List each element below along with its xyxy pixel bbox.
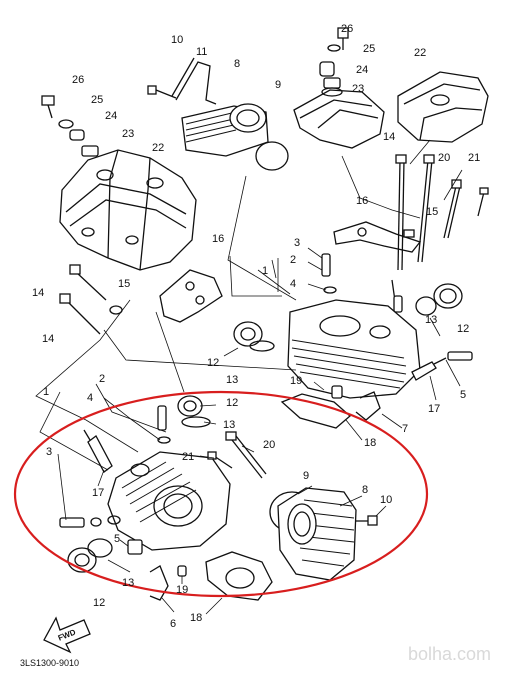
highlight-ellipse: [13, 390, 429, 598]
cylinder-head-lower: [107, 451, 231, 551]
part-code: 3LS1300-9010: [20, 658, 79, 668]
callout-15-left: 15: [118, 278, 130, 290]
callout-10-lower: 10: [380, 494, 392, 506]
part-19-7-upper: [331, 385, 381, 421]
valve-cover-left: [59, 149, 197, 271]
valves-upper: [321, 253, 403, 313]
callout-25-left: 25: [91, 94, 103, 106]
gasket-18-middle: [280, 393, 351, 429]
spark-plug-lower: [83, 429, 113, 473]
callout-3-top: 3: [294, 237, 300, 249]
callout-13-lower-left: 13: [122, 577, 134, 589]
plug-12-middle: [233, 321, 275, 352]
studs-top: [395, 154, 489, 271]
callout-4-lower: 4: [87, 392, 93, 404]
callout-5-upper: 5: [460, 389, 466, 401]
callout-12-upper-right: 12: [457, 323, 469, 335]
callout-23-left: 23: [122, 128, 134, 140]
callout-24-left: 24: [105, 110, 117, 122]
callout-9-top: 9: [275, 79, 281, 91]
callout-11: 11: [196, 46, 207, 58]
callout-1-top: 1: [262, 265, 268, 277]
callout-19-lower: 19: [176, 584, 188, 596]
cylinder-head-upper: [287, 299, 421, 399]
valves-lower: [157, 405, 171, 444]
callout-15-top: 15: [426, 206, 438, 218]
watermark: bolha.com: [408, 644, 491, 664]
callout-21-top: 21: [468, 152, 480, 164]
bolt-10-top: [147, 85, 177, 99]
callout-6: 6: [170, 618, 176, 630]
callout-13-upper-right: 13: [425, 314, 437, 326]
callout-22-top: 22: [414, 47, 426, 59]
callout-1-lower: 1: [43, 386, 49, 398]
upper-leaders: [35, 139, 463, 441]
callout-22-left: 22: [152, 142, 164, 154]
callout-17-upper: 17: [428, 403, 440, 415]
callout-13-lower-center: 13: [223, 419, 235, 431]
lower-leaders: [39, 383, 387, 615]
callout-16-left: 16: [212, 233, 224, 245]
cap-bolt-stack-top: [319, 27, 349, 97]
callout-14-left-b: 14: [42, 333, 54, 345]
callout-4-top: 4: [290, 278, 296, 290]
callout-2-lower: 2: [99, 373, 105, 385]
callout-23-top: 23: [352, 83, 364, 95]
callout-10-top: 10: [171, 34, 183, 46]
callout-2-top: 2: [290, 254, 296, 266]
callout-18-lower: 18: [190, 612, 202, 624]
part-5-upper: [447, 351, 473, 361]
callout-26-left: 26: [72, 74, 84, 86]
callout-17-lower: 17: [92, 487, 104, 499]
callout-18-middle: 18: [364, 437, 376, 449]
valve-cover-right: [397, 71, 489, 143]
callout-5-lower: 5: [114, 533, 120, 545]
callout-14-top: 14: [383, 131, 395, 143]
fwd-arrow-icon: FWD: [43, 616, 91, 654]
valve-cover-center: [293, 89, 385, 149]
callout-21-lower: 21: [182, 451, 194, 463]
bolts-14-left: [59, 264, 123, 335]
callout-13-middle: 13: [226, 374, 238, 386]
callout-7: 7: [402, 423, 408, 435]
bolt-10-lower: [356, 515, 378, 526]
cap-bolt-stack-left: [41, 95, 99, 157]
callout-19-upper: 19: [290, 375, 302, 387]
callout-25-top: 25: [363, 43, 375, 55]
studs-lower: [207, 431, 267, 479]
plug-12-lower-left: [67, 538, 113, 573]
gasket-18-lower: [205, 551, 273, 601]
rocker-top: [333, 221, 422, 253]
cylinder-top: [181, 103, 269, 157]
chain-guide: [171, 57, 217, 105]
plug-12-lower-center: [177, 395, 211, 428]
rocker-left: [159, 269, 223, 323]
callout-20-lower: 20: [263, 439, 275, 451]
callout-numbers: 26 25 24 23 22 10 11 8 9 26 25 24 23 22 …: [32, 23, 480, 630]
callout-26-top: 26: [341, 23, 353, 35]
callout-12-lower-left: 12: [93, 597, 105, 609]
seal-12-upper-right: [415, 283, 463, 316]
callout-3-lower: 3: [46, 446, 52, 458]
spark-plug-upper: [411, 357, 447, 381]
callout-12-lower-center: 12: [226, 397, 238, 409]
callout-12-middle: 12: [207, 357, 219, 369]
gasket-9-top: [255, 141, 289, 171]
cylinder-lower: [277, 487, 357, 581]
callout-24-top: 24: [356, 64, 368, 76]
callout-8-lower: 8: [362, 484, 368, 496]
callout-9-lower: 9: [303, 470, 309, 482]
parts-3-5-lower-left: [59, 515, 143, 555]
callout-14-left-a: 14: [32, 287, 44, 299]
callout-20-top: 20: [438, 152, 450, 164]
callout-16-top: 16: [356, 195, 368, 207]
callout-8-top: 8: [234, 58, 240, 70]
